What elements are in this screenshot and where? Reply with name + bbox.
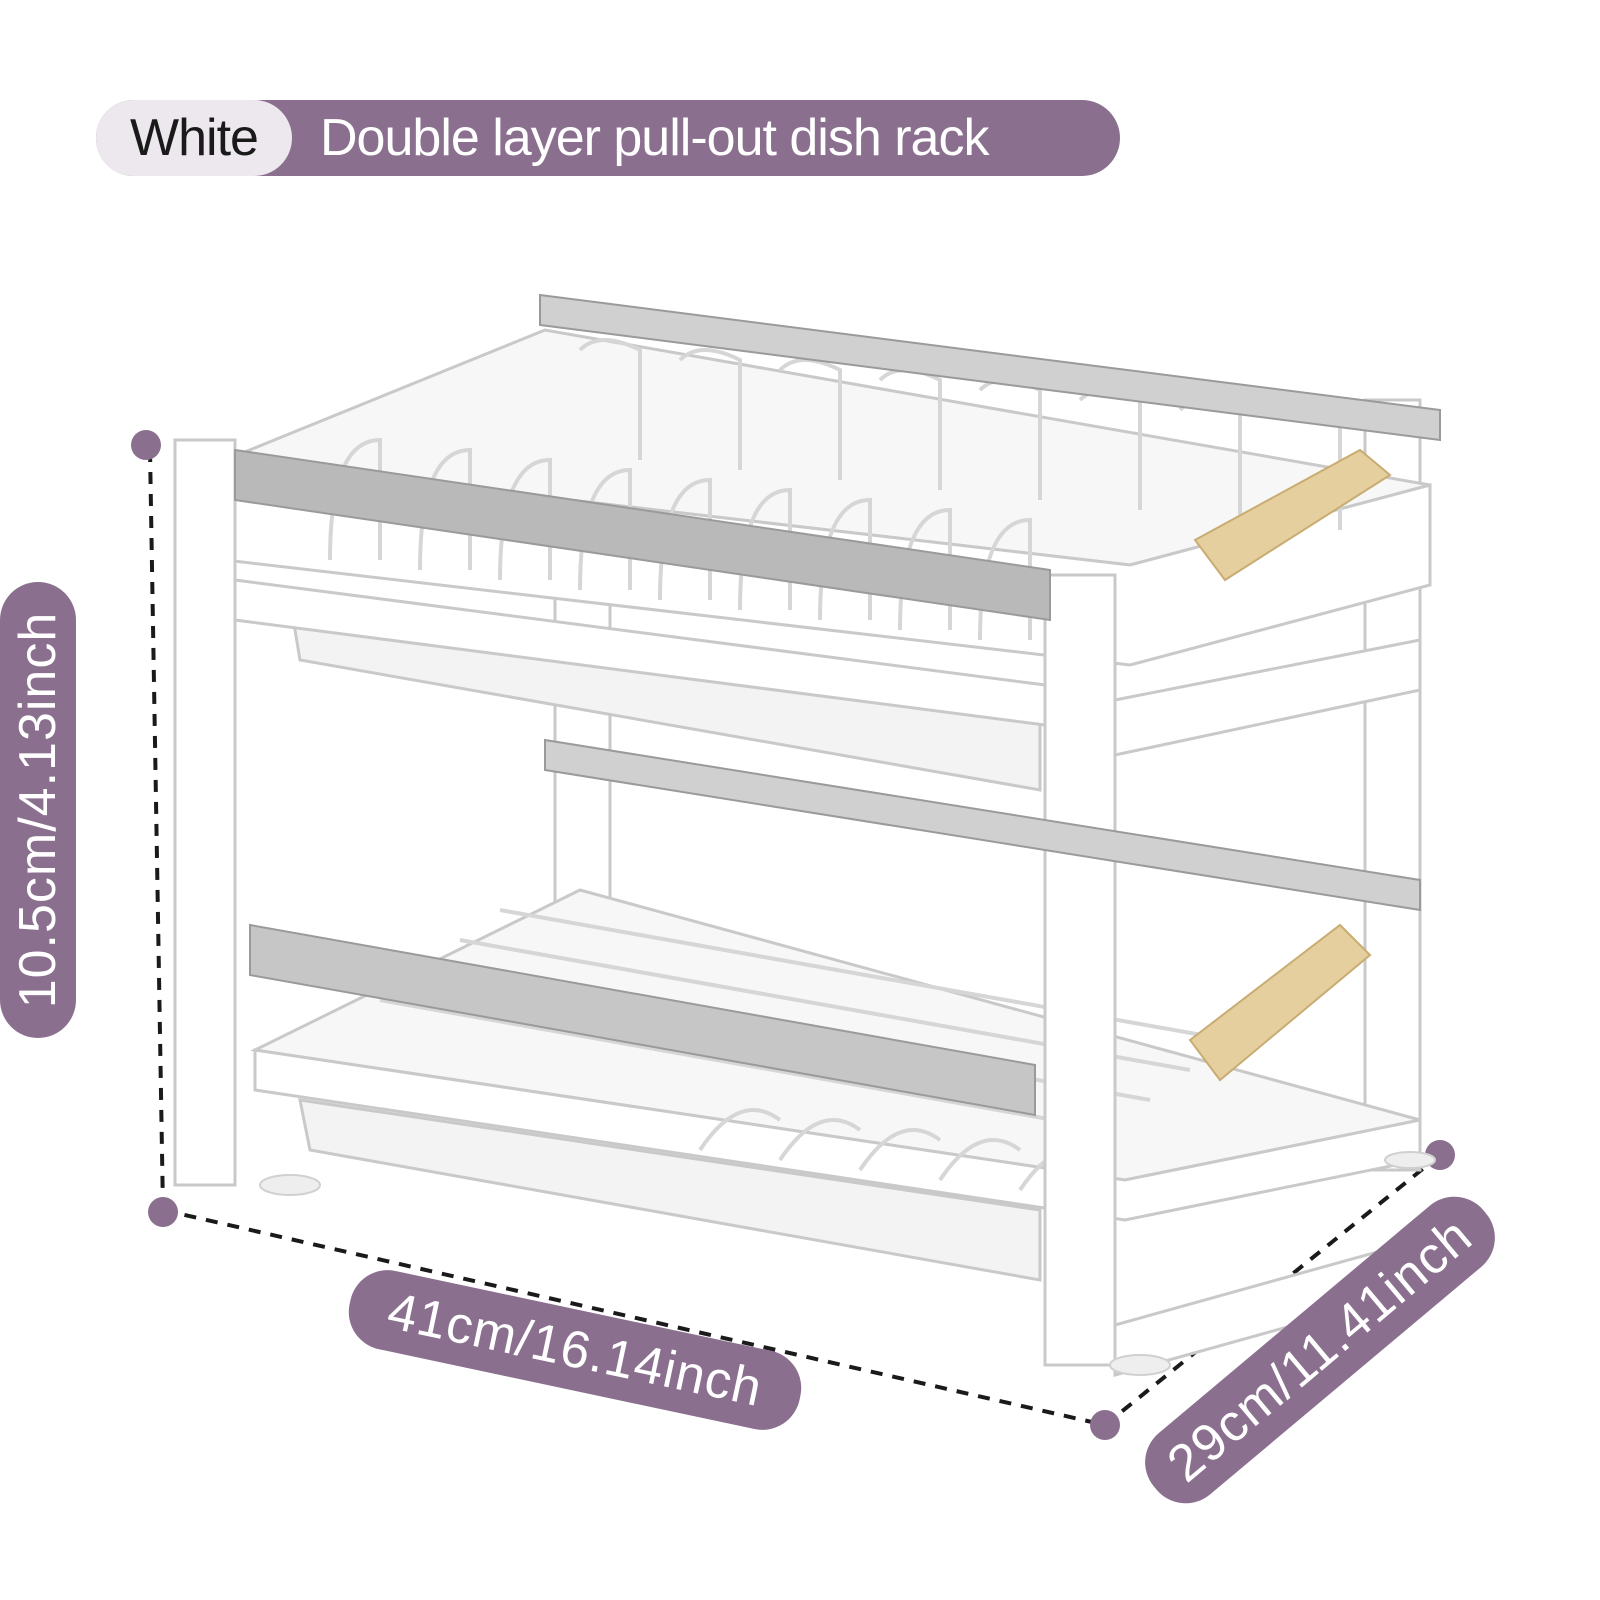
slide-rails [234, 293, 1441, 1117]
height-dimension-line [148, 449, 165, 1211]
color-label-pill: White [96, 100, 292, 176]
depth-dimension-line [1103, 1153, 1442, 1427]
height-label: 10.5cm/4.13inch [0, 582, 76, 1038]
wood-handles [1188, 448, 1392, 1082]
dimension-lines [148, 449, 1442, 1427]
suction-feet [259, 1151, 1436, 1376]
color-label: White [130, 109, 259, 167]
dimension-dots [131, 430, 1455, 1440]
height-value: 10.5cm/4.13inch [9, 611, 67, 1009]
product-title: Double layer pull-out dish rack [320, 109, 989, 167]
width-dimension-line [162, 1208, 1106, 1427]
rack-frame [173, 328, 1432, 1377]
